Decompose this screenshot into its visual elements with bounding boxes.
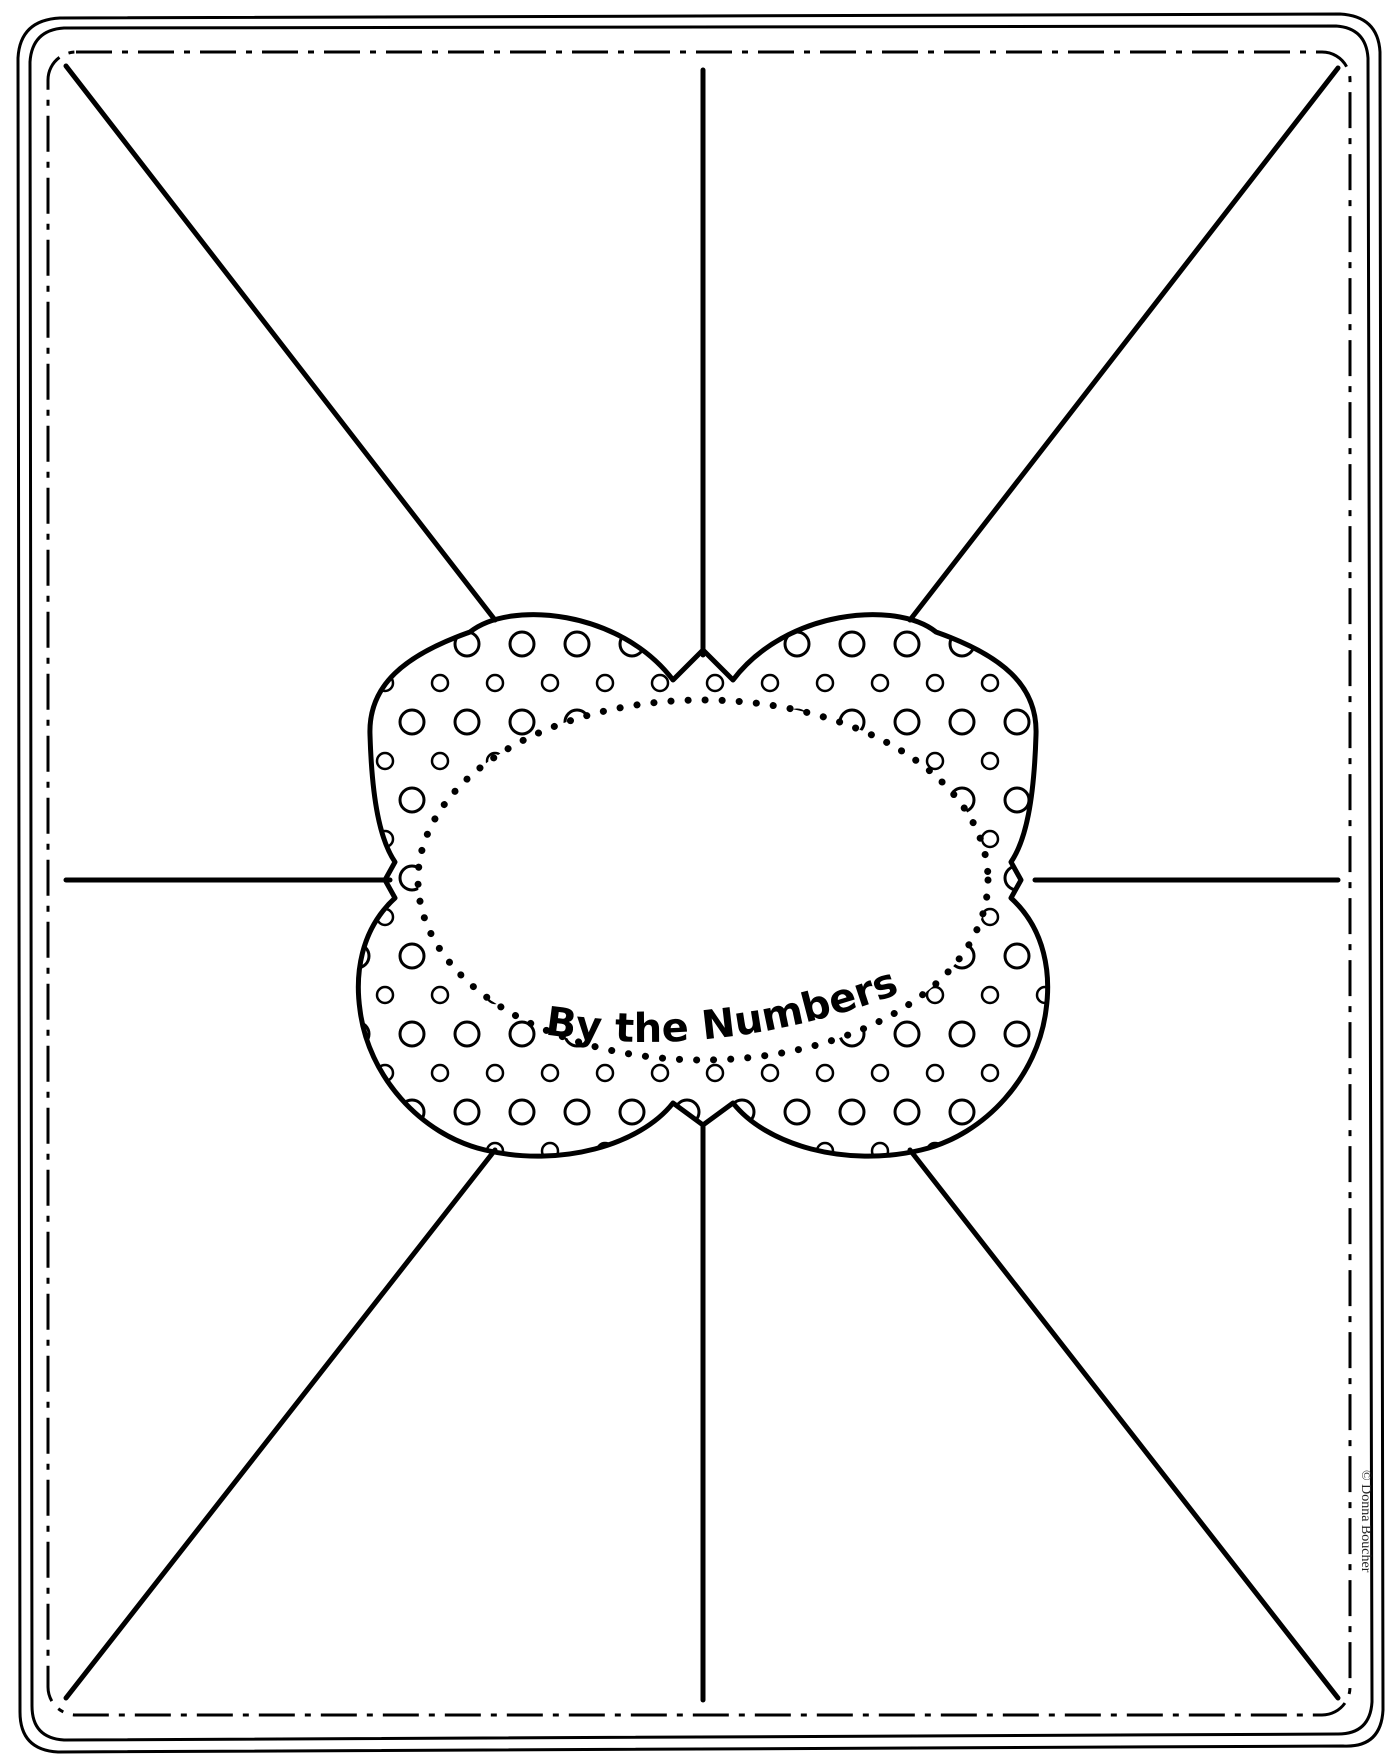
divider-bottom-left — [66, 1150, 495, 1698]
copyright-credit: © Donna Boucher — [1358, 1470, 1373, 1573]
divider-top-left — [66, 66, 495, 620]
divider-top-right — [910, 68, 1338, 620]
divider-bottom-right — [910, 1150, 1338, 1698]
center-frame: By the Numbers — [358, 615, 1047, 1157]
